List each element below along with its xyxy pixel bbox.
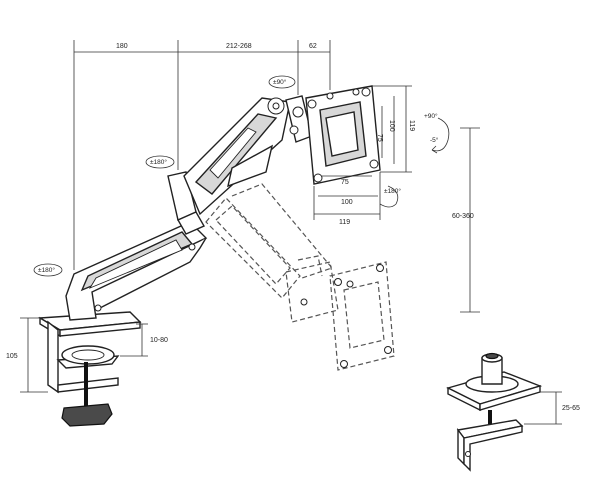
vesa-dimension-lines (313, 85, 412, 220)
rotation-plate: ±180° (384, 187, 401, 195)
dimension-grommet-range: 25-65 (562, 405, 580, 412)
rotation-tilt-up: +90° (424, 112, 438, 120)
dimension-height-range: 60-360 (452, 213, 474, 220)
grommet-mount (446, 352, 543, 472)
rotation-arrows (33, 75, 450, 277)
top-dimension-lines (73, 40, 331, 270)
lower-arm (65, 221, 208, 321)
alternate-position-ghost (205, 183, 395, 371)
dimension-clamp-height: 105 (6, 353, 18, 360)
height-range-lines (460, 127, 480, 313)
desk-clamp (37, 311, 142, 427)
dimension-top-right: 62 (309, 43, 317, 50)
vesa-plate (305, 85, 381, 185)
grommet-dimension-lines (524, 391, 562, 425)
rotation-tilt-down: -5° (430, 136, 439, 144)
rotation-swivel-base: ±180° (38, 266, 55, 274)
dimension-plate-width-total: 119 (339, 219, 350, 226)
tilt-head (285, 95, 313, 143)
dimension-plate-width-outer: 100 (341, 199, 353, 206)
dimension-plate-height-inner: 75 (376, 134, 383, 142)
rotation-swivel-elbow: ±180° (150, 158, 167, 166)
dimension-top-middle: 212-268 (226, 43, 252, 50)
dimension-plate-width-inner: 75 (341, 179, 349, 186)
clamp-dimension-lines (20, 317, 148, 393)
dimension-clamp-range: 10-80 (150, 337, 168, 344)
upper-arm (183, 97, 291, 216)
dimension-top-left: 180 (116, 43, 128, 50)
dimension-plate-height-total: 119 (408, 120, 415, 131)
rotation-swivel-top: ±90° (273, 78, 287, 86)
dimension-plate-height-outer: 100 (388, 120, 395, 132)
